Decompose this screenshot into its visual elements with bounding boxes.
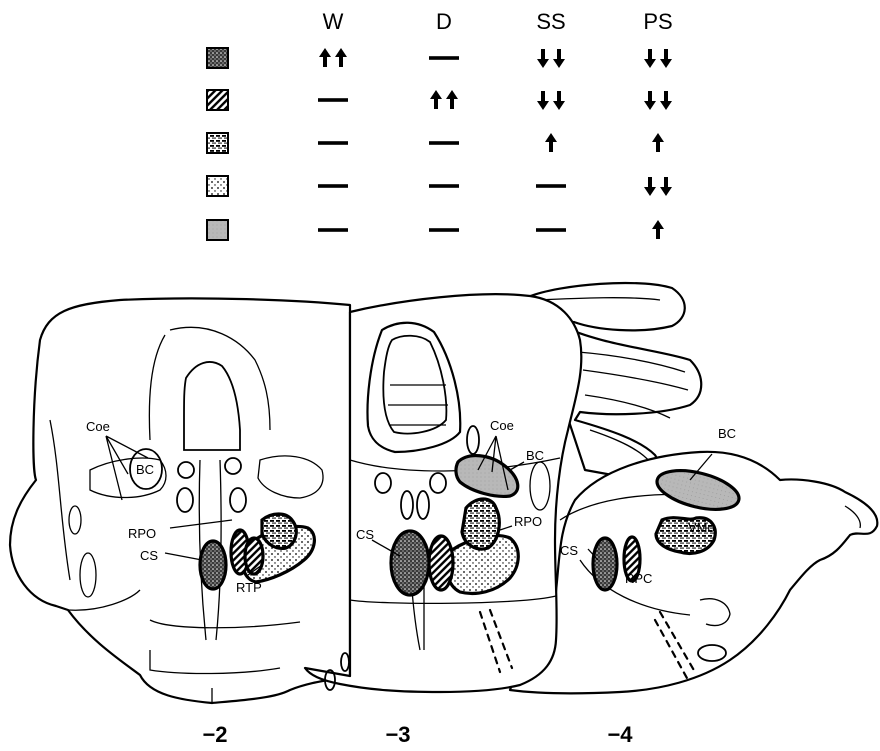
section-number-minus-2: −2: [202, 722, 227, 747]
label-cs: CS: [140, 548, 158, 563]
legend-symbol-down-down: [644, 49, 672, 68]
legend-symbol-dash: [536, 228, 566, 232]
legend-swatch-sparse-dots: [207, 176, 228, 196]
legend-symbol-dash: [318, 98, 348, 102]
legend-symbol-dash: [318, 141, 348, 145]
section-number-minus-3: −3: [385, 722, 410, 747]
legend-symbol-dash: [318, 228, 348, 232]
region-rpo-minus-3: [462, 499, 499, 549]
legend-header-ss: SS: [536, 9, 565, 34]
label-coe: Coe: [86, 419, 110, 434]
legend-symbol-dash: [536, 184, 566, 188]
label-rtp: RTP: [236, 580, 262, 595]
label-rpo: RPO: [514, 514, 542, 529]
legend-symbol-dash: [429, 56, 459, 60]
legend-swatch-gray-fill: [207, 220, 228, 240]
legend-symbol-down-down: [537, 91, 565, 110]
label-rpo: RPO: [128, 526, 156, 541]
legend-symbol-dash: [429, 141, 459, 145]
region-cs-minus-3: [391, 531, 429, 595]
legend-swatch-horizontal-hatch: [207, 133, 228, 153]
label-bc: BC: [136, 462, 154, 477]
region-hatch-minus-3: [429, 536, 453, 590]
legend-symbol-up: [545, 133, 557, 152]
section-minus-2: Coe BC RPO CS RTP: [10, 298, 350, 703]
label-vmo: VMo: [688, 520, 715, 535]
legend-symbol-up-up: [430, 90, 458, 109]
legend-symbol-up: [652, 220, 664, 239]
legend-header-ps: PS: [643, 9, 672, 34]
region-cs-minus-4: [593, 538, 617, 590]
legend-symbol-down-down: [537, 49, 565, 68]
region-hatch-minus-2-b: [245, 538, 263, 574]
label-cs: CS: [356, 527, 374, 542]
legend-symbol-down-down: [644, 91, 672, 110]
legend-symbol-up: [652, 133, 664, 152]
label-coe: Coe: [490, 418, 514, 433]
region-cs-minus-2: [200, 541, 226, 589]
section-number-minus-4: −4: [607, 722, 633, 747]
legend-symbol-down-down: [644, 177, 672, 196]
region-rpo-minus-2: [262, 514, 296, 548]
label-cs: CS: [560, 543, 578, 558]
legend-symbol-dash: [429, 228, 459, 232]
label-rpc: RPC: [625, 571, 652, 586]
legend-table: W D SS PS: [207, 9, 673, 240]
legend-symbol-dash: [318, 184, 348, 188]
label-bc: BC: [718, 426, 736, 441]
legend-swatch-diagonal-hatch: [207, 90, 228, 110]
legend-symbol-up-up: [319, 48, 347, 67]
legend-swatch-dense-stipple: [207, 48, 228, 68]
label-bc: BC: [526, 448, 544, 463]
legend-symbol-dash: [429, 184, 459, 188]
legend-header-w: W: [323, 9, 344, 34]
legend-header-d: D: [436, 9, 452, 34]
